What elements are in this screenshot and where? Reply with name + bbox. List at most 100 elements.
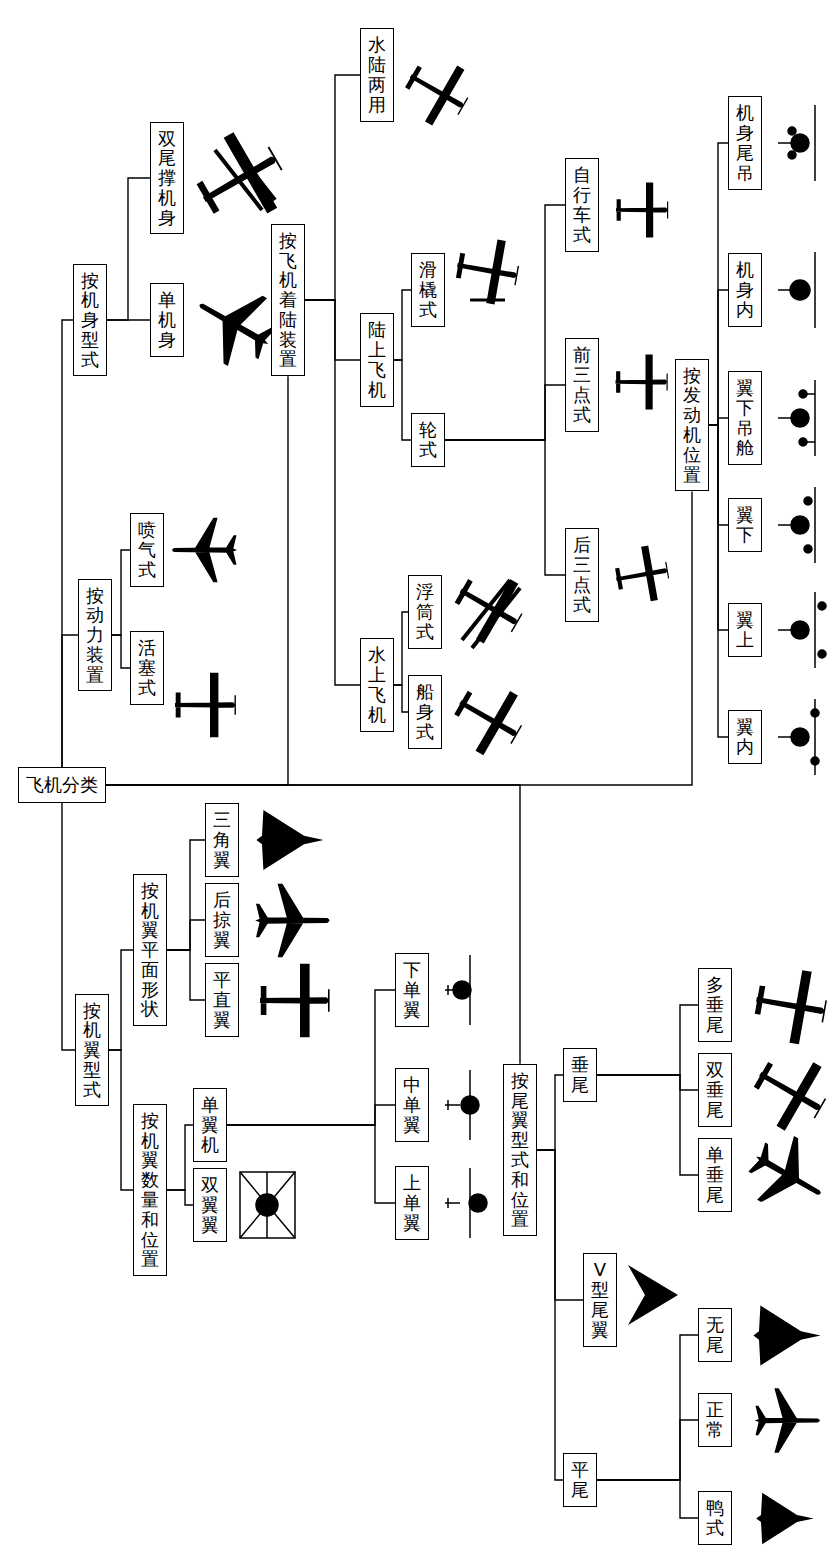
node-label: 按动力装置 bbox=[86, 586, 104, 685]
category-box: 三角翼 bbox=[205, 803, 239, 876]
category-box: 按机翼数量和位置 bbox=[133, 1104, 167, 1276]
node-label: 自行车式 bbox=[573, 165, 591, 244]
category-box: V型尾翼 bbox=[583, 1253, 617, 1346]
tree-connector bbox=[62, 635, 78, 767]
tree-connector bbox=[112, 550, 130, 635]
tree-connector bbox=[106, 376, 288, 785]
tree-connector bbox=[394, 290, 411, 360]
tree-connector bbox=[537, 1150, 583, 1300]
tailwheel-plane bbox=[612, 543, 672, 606]
tree-connector bbox=[167, 1125, 193, 1190]
tree-connector bbox=[62, 803, 75, 1050]
category-box: 前三点式 bbox=[565, 338, 599, 431]
tree-connector bbox=[112, 635, 130, 668]
category-box: 双翼翼 bbox=[193, 1168, 227, 1241]
v-tail-symbol bbox=[628, 1265, 678, 1325]
multi-fin-plane bbox=[750, 963, 831, 1047]
flying-boat bbox=[443, 672, 533, 764]
tree-connector bbox=[167, 920, 205, 950]
tree-connector bbox=[709, 425, 728, 737]
tricycle-gear-plane bbox=[616, 354, 668, 409]
tree-connector bbox=[537, 1075, 563, 1150]
tree-connector bbox=[62, 320, 73, 767]
tree-connector bbox=[107, 178, 150, 320]
node-label: 船身式 bbox=[416, 682, 434, 741]
node-label: 翼上 bbox=[736, 610, 754, 650]
tree-connector bbox=[305, 75, 360, 300]
category-box: 船身式 bbox=[408, 675, 442, 748]
wing-position-symbols bbox=[445, 955, 487, 1238]
tree-connector bbox=[109, 1050, 133, 1190]
swept-wing-plane bbox=[255, 884, 329, 958]
node-label: 按机身型式 bbox=[81, 271, 99, 370]
node-label: 机身尾吊 bbox=[736, 103, 754, 182]
tree-connector bbox=[167, 950, 205, 1000]
jet-plane bbox=[172, 518, 237, 582]
category-box: 正常 bbox=[698, 1393, 732, 1447]
category-box: 翼下吊舱 bbox=[728, 371, 762, 464]
biplane-section bbox=[240, 1172, 295, 1238]
category-box: 翼下 bbox=[728, 498, 762, 552]
node-label: 水上飞机 bbox=[368, 645, 386, 724]
category-box: 鸭式 bbox=[698, 1491, 732, 1545]
tree-connector bbox=[597, 1480, 698, 1518]
node-label: 浮筒式 bbox=[416, 582, 434, 641]
category-box: 双垂尾 bbox=[698, 1053, 732, 1126]
node-label: 按发动机位置 bbox=[683, 366, 701, 485]
node-label: 双尾撑机身 bbox=[158, 129, 176, 228]
node-label: 平尾 bbox=[571, 1460, 589, 1500]
node-label: V型尾翼 bbox=[591, 1260, 609, 1339]
node-label: 正常 bbox=[706, 1400, 724, 1440]
twin-boom-plane bbox=[182, 121, 296, 238]
canard-plane bbox=[756, 1493, 814, 1545]
node-label: 单垂尾 bbox=[706, 1145, 724, 1204]
node-label: 上单翼 bbox=[403, 1173, 421, 1232]
category-box: 单机身 bbox=[150, 283, 184, 356]
tree-connector bbox=[106, 491, 692, 785]
category-box: 单垂尾 bbox=[698, 1138, 732, 1211]
node-label: 双垂尾 bbox=[706, 1060, 724, 1119]
category-box: 垂尾 bbox=[563, 1048, 597, 1102]
category-box: 无尾 bbox=[698, 1308, 732, 1362]
tree-connector bbox=[167, 1190, 193, 1205]
tree-connector bbox=[167, 840, 205, 950]
category-box: 按飞机着陆装置 bbox=[271, 224, 305, 377]
tree-connector bbox=[394, 360, 411, 440]
node-label: 轮式 bbox=[419, 420, 437, 460]
category-box: 按机身型式 bbox=[73, 264, 107, 377]
category-box: 平尾 bbox=[563, 1453, 597, 1507]
twin-fin-plane bbox=[742, 1042, 837, 1140]
node-label: 三角翼 bbox=[213, 810, 231, 869]
tailless-plane bbox=[753, 1305, 820, 1365]
tree-connector bbox=[305, 300, 360, 685]
category-box: 机身尾吊 bbox=[728, 96, 762, 189]
node-label: 按尾翼型式和位置 bbox=[511, 1071, 529, 1229]
node-label: 机身内 bbox=[736, 260, 754, 319]
node-label: 按飞机着陆装置 bbox=[279, 231, 297, 370]
node-label: 后三点式 bbox=[573, 535, 591, 614]
category-box: 上单翼 bbox=[395, 1166, 429, 1239]
root-box: 飞机分类 bbox=[18, 767, 106, 803]
category-box: 轮式 bbox=[411, 413, 445, 467]
tree-connector bbox=[537, 1150, 563, 1480]
engine-position-symbols bbox=[778, 105, 826, 775]
node-label: 平直翼 bbox=[213, 970, 231, 1029]
tree-connector bbox=[227, 1125, 395, 1203]
category-box: 滑橇式 bbox=[411, 253, 445, 326]
category-box: 水陆两用 bbox=[360, 28, 394, 121]
category-box: 按发动机位置 bbox=[675, 359, 709, 492]
single-fin-plane bbox=[738, 1125, 837, 1226]
node-label: 陆上飞机 bbox=[368, 320, 386, 399]
node-label: 按机翼数量和位置 bbox=[141, 1111, 159, 1269]
node-label: 翼下 bbox=[736, 505, 754, 545]
tree-connector bbox=[445, 385, 565, 440]
category-box: 自行车式 bbox=[565, 158, 599, 251]
tree-connector bbox=[597, 1420, 698, 1480]
category-box: 中单翼 bbox=[395, 1068, 429, 1141]
tree-connector bbox=[445, 205, 565, 440]
category-box: 按尾翼型式和位置 bbox=[503, 1064, 537, 1236]
tree-connector bbox=[597, 1075, 698, 1090]
category-box: 平直翼 bbox=[205, 963, 239, 1036]
category-box: 按机翼平面形状 bbox=[133, 874, 167, 1027]
